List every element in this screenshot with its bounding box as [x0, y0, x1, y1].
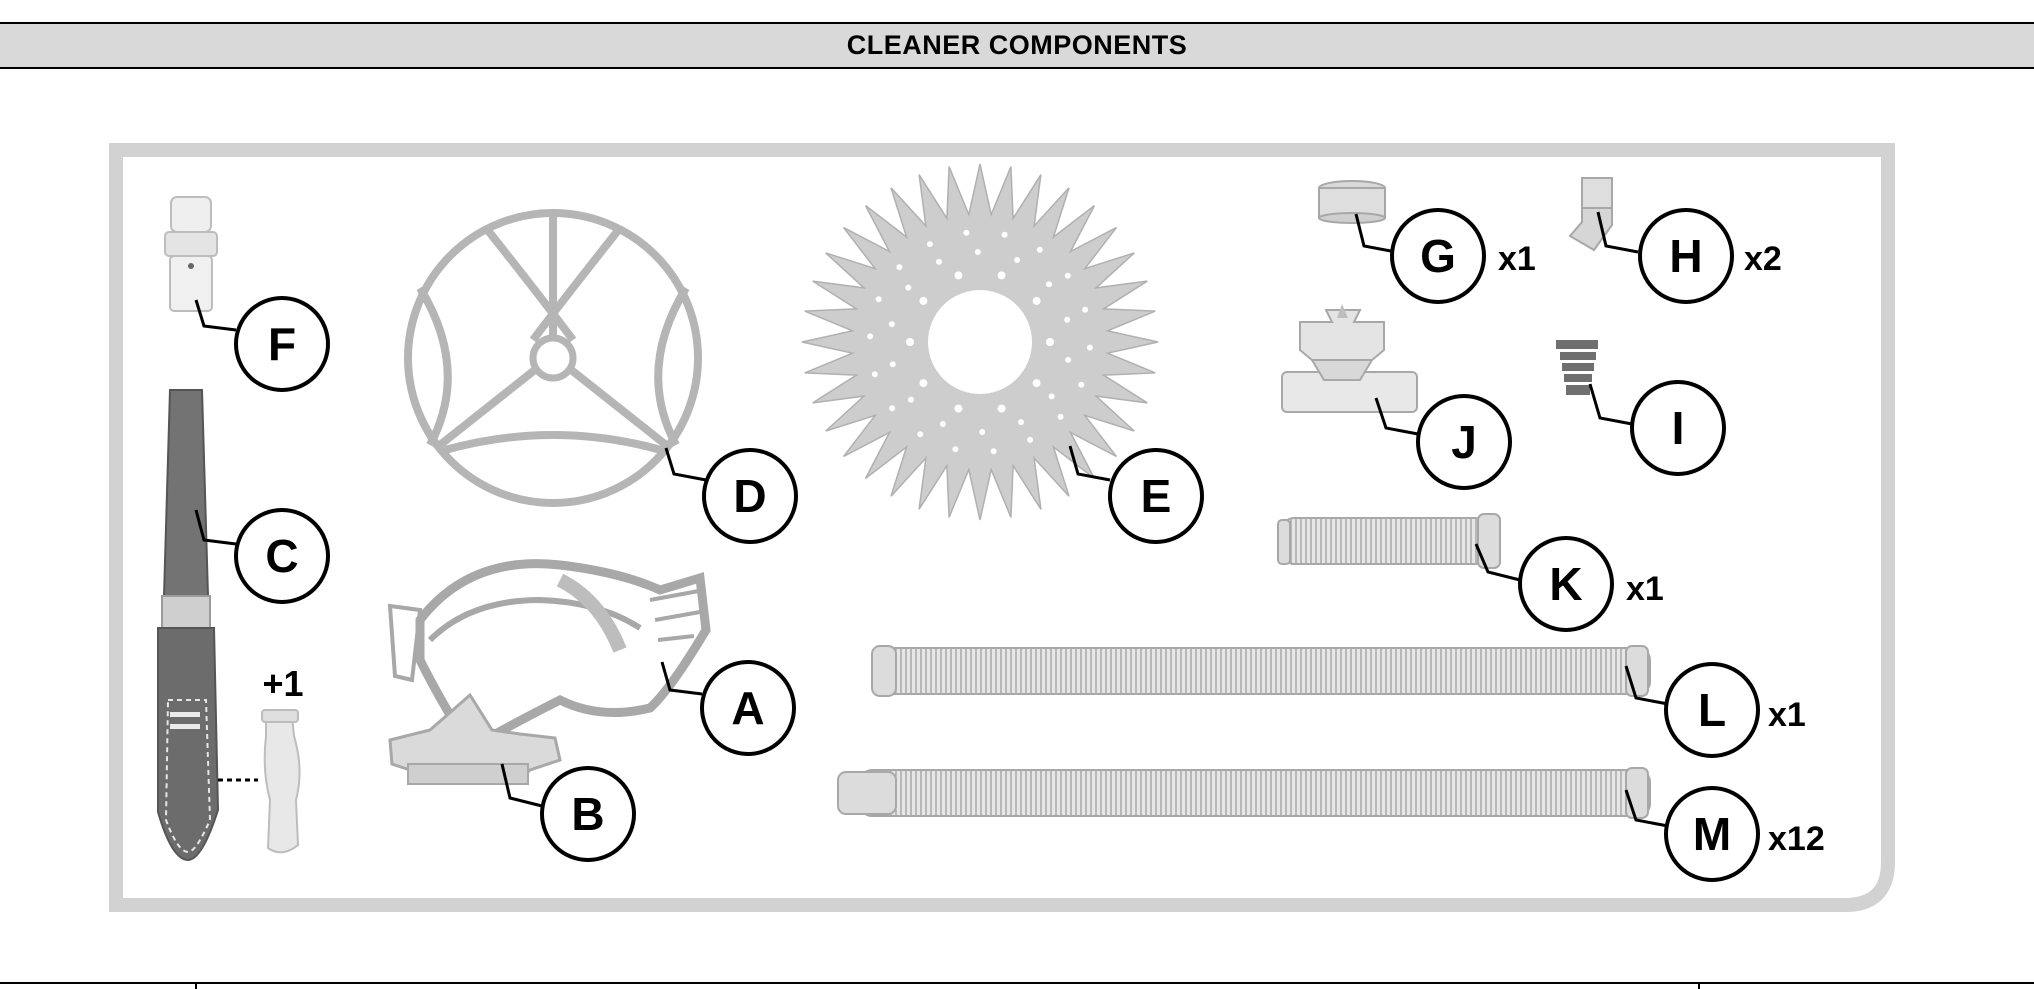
disc-hole: [952, 446, 959, 453]
disc-hole: [997, 404, 1006, 413]
callout-label-k: K: [1549, 558, 1582, 610]
callout-label-g: G: [1420, 230, 1456, 282]
callout-d: D: [664, 447, 798, 544]
disc-hole: [926, 241, 933, 248]
part-i-seal: [1556, 340, 1598, 395]
qty-h: x2: [1744, 240, 1782, 278]
disc-hole: [1018, 419, 1024, 426]
callout-label-b: B: [571, 788, 604, 840]
disc-hole: [1036, 246, 1043, 253]
disc-hole: [919, 296, 928, 305]
section-title: CLEANER COMPONENTS: [846, 30, 1188, 60]
part-k-short-hose: [1277, 513, 1501, 569]
disc-hole: [939, 421, 946, 427]
disc-hole: [905, 284, 912, 291]
part-e-disc: [801, 163, 1159, 521]
disc-hole: [1032, 296, 1041, 305]
disc-hole: [963, 229, 970, 236]
extra-piece-label: +1: [262, 663, 303, 704]
footer-divider-left: [195, 982, 197, 989]
callout-m: M x12: [1624, 786, 1825, 882]
callout-label-e: E: [1141, 470, 1172, 522]
callout-e: E: [1068, 445, 1204, 544]
qty-k: x1: [1626, 570, 1664, 608]
callout-label-d: D: [733, 470, 766, 522]
disc-hole: [1082, 306, 1089, 313]
disc-hole: [954, 404, 963, 413]
disc-hole: [1078, 381, 1085, 388]
disc-hole: [990, 448, 997, 455]
disc-hole: [997, 271, 1006, 280]
callout-a: A: [660, 660, 796, 756]
callout-label-c: C: [265, 530, 298, 582]
part-c-leader: [157, 389, 301, 862]
callout-l: L x1: [1624, 662, 1806, 758]
disc-hole: [1014, 257, 1021, 263]
callout-f: F: [194, 296, 330, 392]
disc-hole: [919, 379, 928, 388]
callout-b: B: [500, 763, 636, 862]
disc-hole: [1086, 344, 1093, 351]
disc-hole: [908, 396, 914, 403]
callout-k: K x1: [1474, 536, 1664, 632]
callout-label-j: J: [1451, 416, 1477, 468]
part-b-base: [388, 692, 562, 785]
disc-hole: [917, 431, 924, 438]
disc-hole: [974, 249, 981, 255]
disc-hole: [875, 296, 882, 303]
disc-hole: [1001, 231, 1008, 238]
disc-hole: [888, 321, 895, 328]
callout-j: J: [1374, 394, 1512, 490]
disc-hole: [979, 429, 986, 435]
callout-label-l: L: [1698, 684, 1726, 736]
disc-hole: [954, 271, 963, 280]
callout-label-m: M: [1693, 808, 1731, 860]
callout-i: I: [1588, 380, 1726, 476]
footer-rule: [0, 982, 2034, 984]
part-d-frame: [404, 209, 702, 507]
callout-label-i: I: [1672, 402, 1685, 454]
disc-hole: [1046, 338, 1054, 346]
disc-hole: [936, 258, 942, 265]
disc-hole: [1065, 356, 1072, 363]
qty-g: x1: [1498, 240, 1536, 278]
disc-hole: [906, 338, 914, 346]
callout-label-f: F: [268, 318, 296, 370]
part-m-long-hose: [837, 767, 1651, 819]
part-j-valve: [1281, 304, 1418, 413]
disc-hole: [889, 361, 896, 368]
disc-hole: [1032, 379, 1041, 388]
disc-hole: [1064, 316, 1071, 323]
callout-h: H x2: [1596, 208, 1782, 304]
disc-hole: [1048, 393, 1055, 400]
qty-l: x1: [1768, 696, 1806, 734]
disc-hole: [896, 264, 903, 271]
part-h-elbow: [1568, 177, 1613, 252]
disc-hole: [889, 405, 896, 412]
disc-hole: [871, 371, 878, 378]
part-l-long-hose: [871, 645, 1651, 697]
part-g-cap: [1318, 180, 1386, 224]
callout-label-h: H: [1669, 230, 1702, 282]
callout-c: C +1: [194, 508, 330, 704]
disc-hole: [1064, 272, 1071, 279]
disc-hole: [1046, 281, 1052, 288]
qty-m: x12: [1768, 820, 1825, 858]
callout-label-a: A: [731, 682, 764, 734]
disc-hole: [1027, 436, 1034, 443]
disc-hole: [867, 333, 874, 340]
part-f-coupling: [164, 196, 218, 312]
footer-divider-right: [1698, 982, 1700, 989]
disc-hole: [1057, 413, 1064, 420]
section-header: CLEANER COMPONENTS: [0, 22, 2034, 69]
callout-g: G x1: [1354, 208, 1536, 304]
